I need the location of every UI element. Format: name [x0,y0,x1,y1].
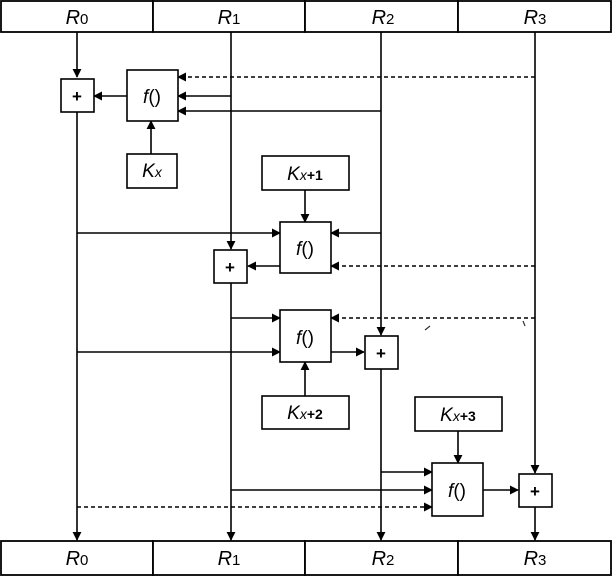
bottom-register-cell-r1 [152,540,306,576]
function-box-4 [431,462,484,517]
key-box-kx3 [414,396,503,432]
function-label-2: f() [296,239,314,260]
top-register-cell-r1 [152,0,306,33]
adder-4-symbol: + [530,482,540,501]
top-register-label-r1: R1 [218,7,241,29]
top-register-label-r2: R2 [372,7,395,29]
function-label-4: f() [448,481,466,502]
function-label-3: f() [296,328,314,349]
bottom-register-cell-r0 [0,540,154,576]
adder-3-symbol: + [376,344,386,363]
key-label-kx: Kx [142,161,163,182]
key-label-kx3: Kx+3 [440,405,476,426]
round-2: Kx+1 f() + [77,155,535,284]
adder-2 [213,249,248,284]
top-register-row: R0 R1 R2 R3 [0,0,612,33]
scan-artifacts [424,320,526,331]
bottom-register-label-r1: R1 [218,548,241,570]
bottom-register-label-r0: R0 [66,548,89,570]
round-4: Kx+3 f() + [77,396,553,517]
key-label-kx1: Kx+1 [287,164,323,185]
function-box-2 [279,221,332,274]
adder-4 [518,473,553,508]
bottom-register-cell-r3 [457,540,612,576]
function-box-3 [279,309,332,363]
top-register-label-r3: R3 [524,7,547,29]
artifact-mark-2 [522,320,526,327]
round-3: f() + Kx+2 [77,309,535,430]
bottom-register-label-r2: R2 [372,548,395,570]
bottom-register-label-r3: R3 [524,548,547,570]
top-register-cell-r3 [457,0,612,33]
bottom-register-row: R0 R1 R2 R3 [0,540,612,576]
artifact-mark-1 [424,325,431,331]
adder-3 [364,335,399,370]
key-box-kx1 [261,155,350,191]
function-label-1: f() [143,87,161,108]
adder-1-symbol: + [72,87,82,106]
bottom-register-cell-r2 [304,540,459,576]
adder-2-symbol: + [225,258,235,277]
top-register-label-r0: R0 [66,7,89,29]
key-label-kx2: Kx+2 [287,403,323,424]
key-box-kx2 [261,395,350,430]
top-register-cell-r0 [0,0,154,33]
vertical-lanes [72,32,540,541]
key-box-kx [126,153,178,189]
round-1: f() + Kx [60,69,535,189]
adder-1 [60,78,95,113]
function-box-1 [126,69,179,122]
